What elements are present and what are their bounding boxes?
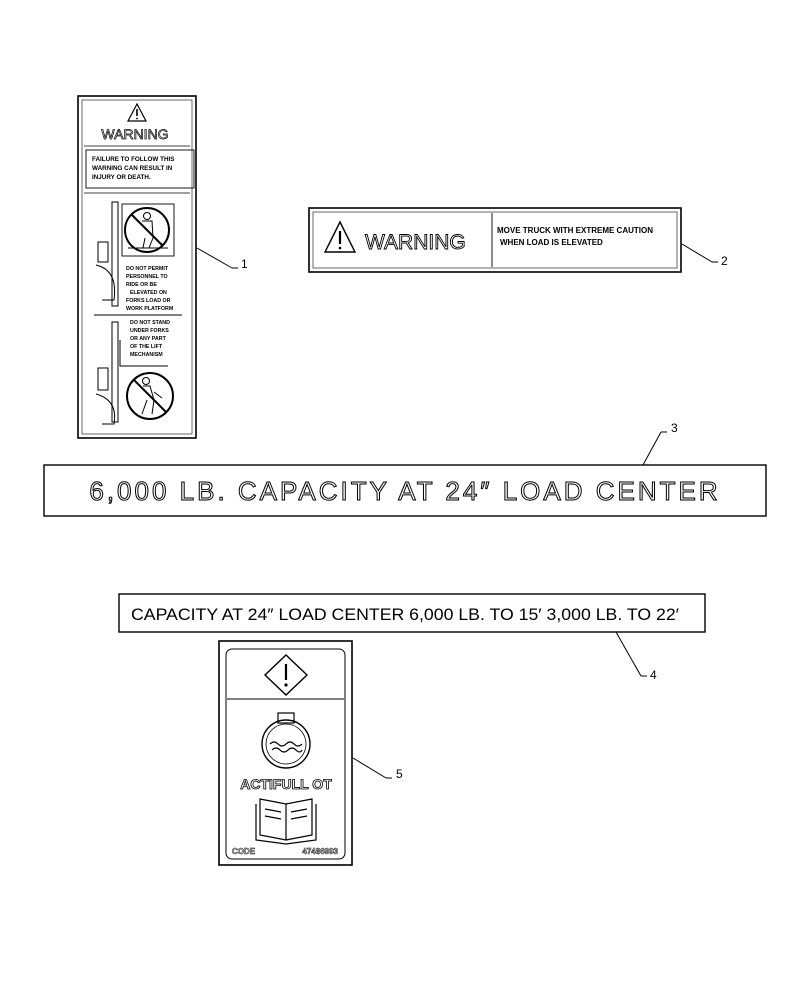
forklift-mast-graphic [95,201,119,307]
decal-5-code-label: CODE [232,847,256,856]
decal-1-rule-b-line: UNDER FORKS [130,328,169,334]
decal-1-rule-a-line: FORKS LOAD OR [126,298,171,304]
decal-3-capacity: 6,000 LB. CAPACITY AT 24″ LOAD CENTER [43,464,767,517]
decal-3-text: 6,000 LB. CAPACITY AT 24″ LOAD CENTER [89,476,720,506]
decal-1-warning: WARNING FAILURE TO FOLLOW THIS WARNING C… [77,95,197,439]
no-riding-icon [121,203,175,257]
svg-text:DO NOT PERMIT PERSONNEL: DO NOT PERMIT PERSONNEL TO RIDE OR BE EL… [126,266,174,312]
warning-triangle-icon [127,102,147,122]
decal-1-statement-line: WARNING CAN RESULT IN [92,165,173,172]
decal-1-rule-b-line: DO NOT STAND [130,320,170,326]
decal-1-rule-a-line: DO NOT PERMIT [126,266,169,272]
callout-5: 5 [352,757,403,781]
warning-triangle-icon [323,220,357,253]
warning-diamond-icon [263,654,309,696]
decal-1-header: WARNING [101,126,168,142]
decal-1-rule-a-line: ELEVATED ON [130,290,167,296]
callout-5-label: 5 [396,767,403,781]
decal-1-rule-b-line: MECHANISM [130,352,163,358]
decal-5-reservoir: ACTIFULL OT CODE 47486993 [218,640,353,866]
decal-2-header: WARNING [365,231,466,254]
callout-1: 1 [196,247,248,271]
svg-text:FAILURE TO FOLLOW THIS W: FAILURE TO FOLLOW THIS WARNING CAN RESUL… [92,156,176,181]
decal-2-message-line: MOVE TRUCK WITH EXTREME CAUTION [497,226,653,235]
manual-book-icon [255,798,317,845]
decal-5-product-name: ACTIFULL OT [240,776,332,792]
decal-4-text: CAPACITY AT 24″ LOAD CENTER 6,000 LB. TO… [131,605,679,624]
decal-1-statement-line: INJURY OR DEATH. [92,174,151,181]
svg-text:MOVE TRUCK WITH EXTREME CAUTI: MOVE TRUCK WITH EXTREME CAUTION WHEN LOA… [497,226,655,247]
callout-4: 4 [615,631,657,682]
decal-1-rule-b-line: OF THE LIFT [130,344,163,350]
decal-1-rule-b-line: OR ANY PART [130,336,167,342]
decal-1-rule-a-line: RIDE OR BE [126,282,157,288]
decal-1-rule-a-line: PERSONNEL TO [126,274,168,280]
callout-3-label: 3 [671,421,678,435]
svg-text:DO NOT STAND UNDER FORKS: DO NOT STAND UNDER FORKS OR ANY PART OF … [130,320,171,358]
callout-2: 2 [681,243,728,268]
decal-2-warning: WARNING MOVE TRUCK WITH EXTREME CAUTION … [308,207,682,273]
decal-5-code-value: 47486993 [302,847,338,856]
decal-4-capacity: CAPACITY AT 24″ LOAD CENTER 6,000 LB. TO… [118,593,706,633]
callout-4-label: 4 [650,668,657,682]
forklift-mast-graphic [95,321,168,425]
reservoir-icon [261,712,311,769]
callout-3: 3 [642,421,678,466]
callout-1-label: 1 [241,257,248,271]
no-standing-icon [126,372,174,420]
callout-2-label: 2 [721,254,728,268]
decal-2-message-line: WHEN LOAD IS ELEVATED [500,238,603,247]
decal-1-statement-line: FAILURE TO FOLLOW THIS [92,156,174,163]
decal-1-rule-a-line: WORK PLATFORM [126,306,174,312]
